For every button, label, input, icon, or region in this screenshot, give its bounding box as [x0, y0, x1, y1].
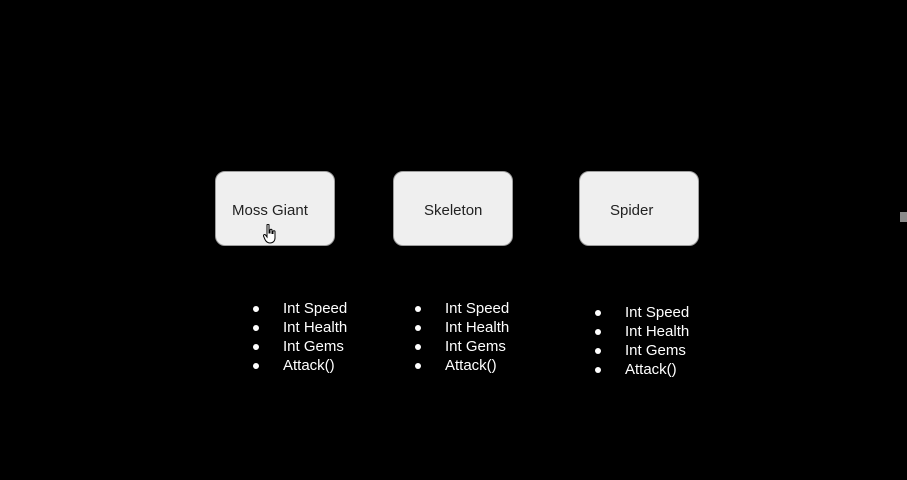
attribute-text: Int Gems: [283, 338, 344, 355]
list-item: Int Gems: [253, 337, 347, 356]
list-item: Attack(): [415, 356, 509, 375]
attribute-text: Int Health: [625, 323, 690, 340]
list-item: Attack(): [595, 360, 689, 379]
list-item: Int Health: [595, 322, 689, 341]
attribute-text: Int Speed: [445, 300, 510, 317]
bullet-dot-icon: [595, 348, 601, 354]
node-label: Skeleton: [424, 202, 483, 219]
bullet-dot-icon: [595, 329, 601, 335]
bullet-dot-icon: [253, 363, 259, 369]
list-item: Int Gems: [595, 341, 689, 360]
list-item: Attack(): [253, 356, 347, 375]
list-item: Int Speed: [595, 303, 689, 322]
bullet-dot-icon: [415, 344, 421, 350]
bullet-dot-icon: [595, 310, 601, 316]
attribute-text: Int Health: [445, 319, 510, 336]
node-label: Spider: [610, 202, 654, 219]
attribute-list-skeleton: Int Speed Int Health Int Gems Attack(): [415, 299, 509, 375]
list-item: Int Speed: [415, 299, 509, 318]
attribute-text: Attack(): [625, 361, 677, 378]
node-spider[interactable]: Spider: [579, 171, 699, 246]
list-item: Int Health: [415, 318, 509, 337]
bullet-dot-icon: [415, 306, 421, 312]
node-moss-giant[interactable]: Moss Giant: [215, 171, 335, 246]
attribute-text: Attack(): [283, 357, 335, 374]
attribute-list-spider: Int Speed Int Health Int Gems Attack(): [595, 303, 689, 379]
attribute-text: Int Gems: [625, 342, 686, 359]
node-label: Moss Giant: [232, 202, 308, 219]
bullet-dot-icon: [253, 306, 259, 312]
bullet-dot-icon: [253, 344, 259, 350]
bullet-dot-icon: [415, 363, 421, 369]
list-item: Int Gems: [415, 337, 509, 356]
attribute-text: Int Speed: [283, 300, 348, 317]
bullet-dot-icon: [253, 325, 259, 331]
list-item: Int Speed: [253, 299, 347, 318]
node-skeleton[interactable]: Skeleton: [393, 171, 513, 246]
attribute-text: Int Health: [283, 319, 348, 336]
attribute-text: Int Gems: [445, 338, 506, 355]
attribute-text: Int Speed: [625, 304, 690, 321]
bullet-dot-icon: [415, 325, 421, 331]
hand-pointer-icon: [263, 224, 276, 244]
bullet-dot-icon: [595, 367, 601, 373]
attribute-list-moss-giant: Int Speed Int Health Int Gems Attack(): [253, 299, 347, 375]
attribute-text: Attack(): [445, 357, 497, 374]
scroll-edge-marker: [900, 212, 907, 222]
list-item: Int Health: [253, 318, 347, 337]
